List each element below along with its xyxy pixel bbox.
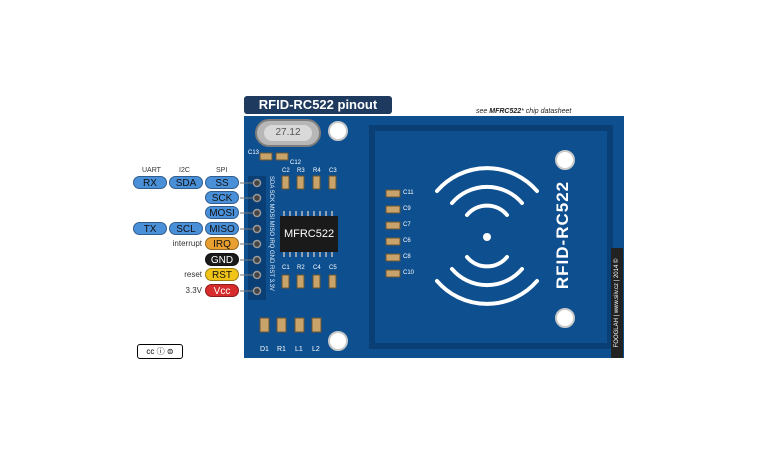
voltage-note: 3.3V — [185, 286, 202, 295]
product-label: RFID-RC522 — [553, 180, 572, 290]
crystal-label: 27.12 — [275, 127, 301, 138]
license-badge: cc ⓘ ⊜ — [137, 344, 183, 359]
chip-label: MFRC522 — [283, 228, 335, 240]
interrupt-note: interrupt — [172, 239, 202, 248]
uart-header: UART — [142, 167, 161, 174]
pin-label-scl: SCL — [169, 222, 203, 235]
component-label-c10: C10 — [403, 270, 415, 276]
component-label-l2: L2 — [312, 346, 320, 353]
pin-label-rx: RX — [133, 176, 167, 189]
mounting-hole — [555, 150, 575, 170]
component-label-c12: C12 — [290, 160, 302, 166]
component-label-r4: R4 — [313, 168, 321, 174]
header-silkscreen: SDA SCK MOSI MISO IRQ GND RST 3.3V — [268, 176, 274, 291]
pin-label-sck: SCK — [205, 191, 239, 204]
pin-label-sda: SDA — [169, 176, 203, 189]
mounting-hole — [328, 121, 348, 141]
component-label-r3: R3 — [297, 168, 305, 174]
mounting-hole — [555, 308, 575, 328]
component-label-c11: C11 — [403, 190, 414, 196]
component-label-c2: C2 — [282, 168, 290, 174]
component-label-l1: L1 — [295, 346, 303, 353]
component-label-c5: C5 — [329, 265, 337, 271]
component-label-r1: R1 — [277, 346, 286, 353]
chip-body — [280, 216, 338, 252]
antenna-center — [483, 233, 491, 241]
crystal-top — [264, 125, 312, 141]
pin-label-tx: TX — [133, 222, 167, 235]
pin-label-rst: RST — [205, 268, 239, 281]
pin-header-strip — [248, 176, 266, 300]
diagram-title: RFID-RC522 pinout — [244, 96, 392, 114]
mounting-hole — [328, 331, 348, 351]
component-label-c7: C7 — [403, 222, 411, 228]
component-label-d1: D1 — [260, 346, 269, 353]
credit-strip: FOOGLAH | www.siiv.cz | 2014 © — [611, 248, 623, 358]
antenna-trace — [369, 125, 613, 349]
pin-label-miso: MISO — [205, 222, 239, 235]
datasheet-note: see MFRC522* chip datasheet — [476, 108, 572, 115]
pin-label-irq: IRQ — [205, 237, 239, 250]
component-label-c8: C8 — [403, 254, 411, 260]
pin-label-vcc: Vcc — [205, 284, 239, 297]
component-label-r2: R2 — [297, 265, 305, 271]
component-label-c3: C3 — [329, 168, 337, 174]
pin-label-gnd: GND — [205, 253, 239, 266]
spi-header: SPI — [216, 167, 228, 174]
pin-label-ss: SS — [205, 176, 239, 189]
i2c-header: I2C — [179, 167, 190, 174]
component-label-c13: C13 — [248, 150, 260, 156]
component-label-c1: C1 — [282, 265, 290, 271]
component-label-c6: C6 — [403, 238, 411, 244]
component-label-c9: C9 — [403, 206, 411, 212]
pin-label-mosi: MOSI — [205, 206, 239, 219]
component-label-c4: C4 — [313, 265, 321, 271]
reset-note: reset — [184, 270, 202, 279]
